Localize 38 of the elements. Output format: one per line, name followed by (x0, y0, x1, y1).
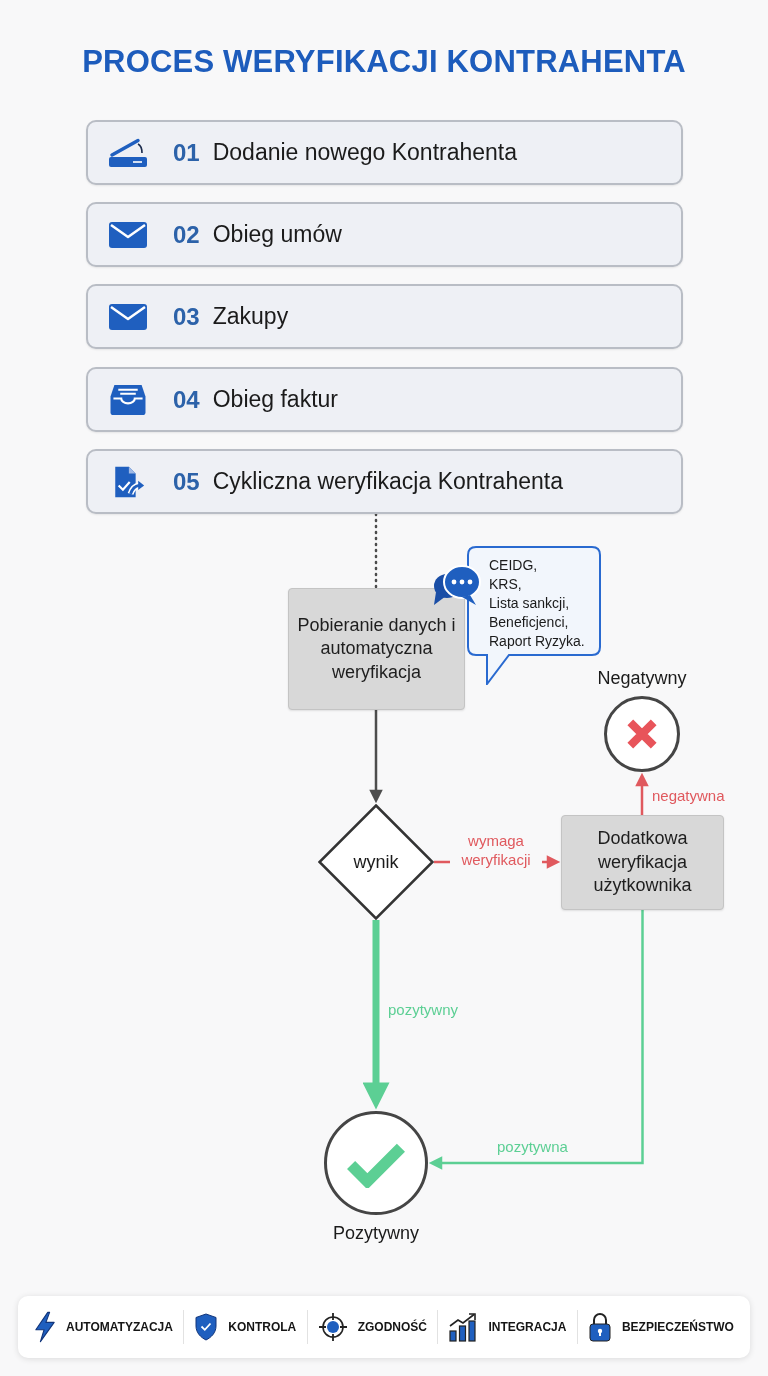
step-label: Obieg umów (212, 223, 342, 246)
bubble-text: CEIDG, (489, 556, 538, 575)
step-number: 05 (173, 469, 200, 494)
decision-label: wynik (353, 850, 399, 874)
step-row (86, 367, 683, 432)
step-label: Dodanie nowego Kontrahenta (212, 141, 518, 164)
step-row (86, 202, 683, 267)
step-label: Cykliczna weryfikacja Kontrahenta (212, 470, 563, 493)
step-number: 04 (173, 387, 200, 412)
feature-label: ZGODNOŚĆ (357, 1318, 428, 1336)
arrow (362, 920, 390, 1110)
process-box (288, 588, 465, 710)
title: PROCES WERYFIKACJI KONTRAHENTA (82, 43, 686, 81)
arrow (428, 910, 644, 1170)
step-number: 01 (173, 140, 200, 165)
result-label: Pozytywny (333, 1222, 419, 1245)
step-row (86, 284, 683, 349)
bubble-text: Beneficjenci, (489, 613, 569, 632)
step-row (86, 449, 683, 514)
feature-label: AUTOMATYZACJA (66, 1319, 173, 1336)
result-label: Negatywny (597, 667, 687, 690)
step-number: 03 (173, 304, 200, 329)
step-label: Zakupy (212, 305, 289, 328)
step-row (86, 120, 683, 185)
box-text: Pobieranie danych i automatyczna weryfikacja (297, 613, 456, 684)
feature-label: INTEGRACJA (488, 1319, 567, 1336)
feature-label: KONTROLA (228, 1319, 297, 1336)
process-box (561, 815, 724, 910)
arrow (369, 710, 383, 804)
bubble-text: Lista sankcji, (489, 594, 570, 613)
bubble-text: KRS, (489, 575, 522, 594)
dotted-line (374, 512, 378, 590)
step-label: Obieg faktur (212, 388, 338, 411)
feature-label: BEZPIECZEŃSTWO (621, 1318, 734, 1336)
step-number: 02 (173, 222, 200, 247)
arrow (635, 772, 649, 815)
bubble-text: Raport Ryzyka. (489, 632, 585, 651)
box-text: Dodatkowa weryfikacja użytkownika (592, 827, 693, 898)
